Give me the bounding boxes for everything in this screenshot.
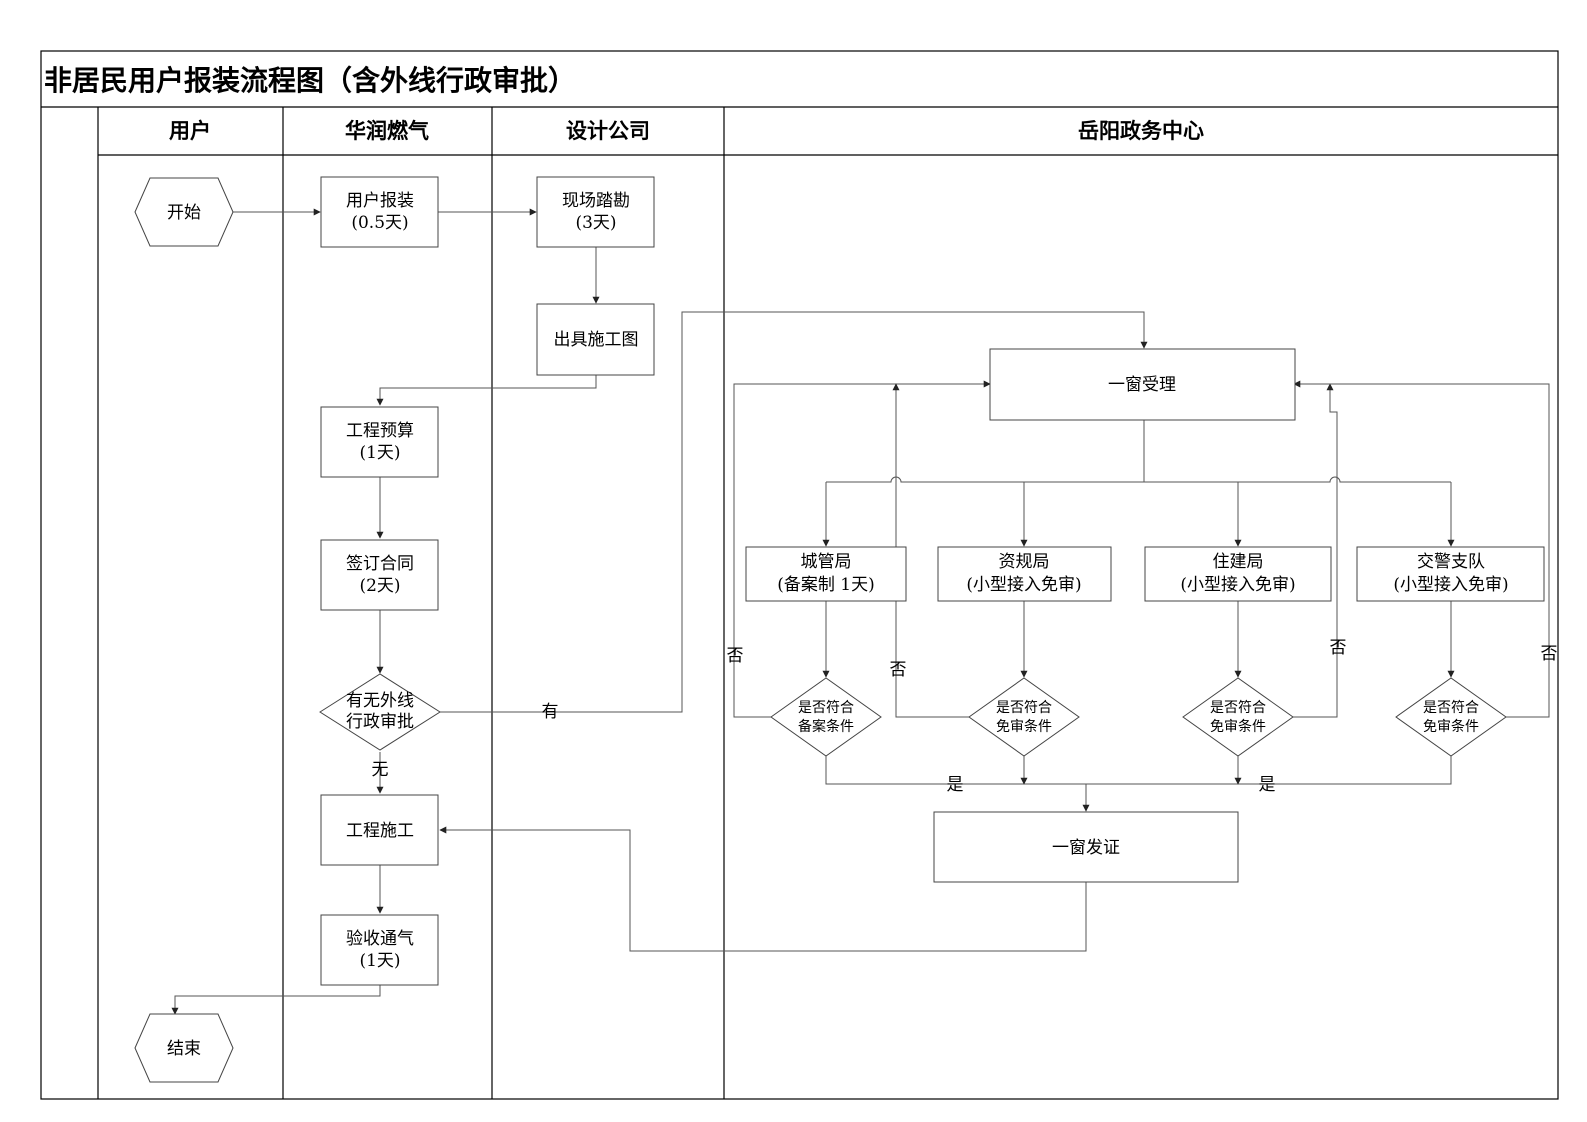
end-node: 结束 xyxy=(134,1013,234,1083)
svg-text:工程施工: 工程施工 xyxy=(346,821,414,841)
svg-text:开始: 开始 xyxy=(167,203,201,223)
svg-text:资规局: 资规局 xyxy=(999,552,1050,572)
survey-box: 现场踏勘 (3天) xyxy=(536,176,655,248)
svg-text:(0.5天): (0.5天) xyxy=(351,213,408,233)
lane-header-gas: 华润燃气 xyxy=(345,119,429,143)
svg-text:(备案制 1天): (备案制 1天) xyxy=(777,575,874,595)
edge-no-traffic xyxy=(1293,380,1550,718)
apply-box: 用户报装 (0.5天) xyxy=(320,176,439,248)
construction-box: 工程施工 xyxy=(320,794,439,866)
svg-text:(1天): (1天) xyxy=(359,951,400,971)
edge-decision-window xyxy=(440,311,1148,713)
acceptance-box: 验收通气 (1天) xyxy=(320,914,439,986)
svg-text:行政审批: 行政审批 xyxy=(346,712,414,732)
svg-text:是否符合: 是否符合 xyxy=(1423,700,1479,716)
contract-box: 签订合同 (2天) xyxy=(320,539,439,611)
lane-header-design: 设计公司 xyxy=(566,119,650,143)
edge-no-resource xyxy=(892,383,969,718)
bureau-housing-box: 住建局 (小型接入免审) xyxy=(1144,546,1332,602)
start-node: 开始 xyxy=(134,177,234,247)
label-no-external: 无 xyxy=(372,760,389,780)
svg-text:用户报装: 用户报装 xyxy=(346,191,414,211)
bureau-traffic-box: 交警支队 (小型接入免审) xyxy=(1356,546,1545,602)
svg-text:结束: 结束 xyxy=(167,1039,201,1059)
label-no-housing: 否 xyxy=(1330,638,1347,658)
check-urban-decision: 是否符合 备案条件 xyxy=(770,677,882,757)
window-issue-box: 一窗发证 xyxy=(933,811,1239,883)
svg-text:是否符合: 是否符合 xyxy=(996,700,1052,716)
label-yes-left: 是 xyxy=(947,775,964,795)
svg-text:验收通气: 验收通气 xyxy=(346,929,414,949)
check-resource-decision: 是否符合 免审条件 xyxy=(968,677,1080,757)
svg-text:一窗受理: 一窗受理 xyxy=(1108,375,1176,395)
check-traffic-decision: 是否符合 免审条件 xyxy=(1395,677,1507,757)
edge-drawing-budget xyxy=(376,375,597,406)
lane-header-gov: 岳阳政务中心 xyxy=(1078,119,1204,143)
drawing-box: 出具施工图 xyxy=(536,303,655,376)
label-no-traffic: 否 xyxy=(1541,644,1558,664)
bureau-urban-box: 城管局 (备案制 1天) xyxy=(745,546,907,602)
budget-box: 工程预算 (1天) xyxy=(320,406,439,478)
edge-yes-merge xyxy=(825,755,1452,785)
edge-no-housing xyxy=(1293,383,1338,718)
svg-text:免审条件: 免审条件 xyxy=(1210,718,1266,735)
svg-text:(小型接入免审): (小型接入免审) xyxy=(1393,575,1508,595)
swimlane-frame xyxy=(40,50,1559,1100)
svg-text:有无外线: 有无外线 xyxy=(346,691,414,711)
svg-text:交警支队: 交警支队 xyxy=(1417,552,1485,572)
svg-text:是否符合: 是否符合 xyxy=(1210,700,1266,716)
edge-acceptance-end xyxy=(171,985,381,1015)
svg-text:一窗发证: 一窗发证 xyxy=(1052,838,1120,858)
svg-text:签订合同: 签订合同 xyxy=(346,554,414,574)
edge-no-urban xyxy=(733,380,991,718)
edges xyxy=(171,208,1550,1015)
check-housing-decision: 是否符合 免审条件 xyxy=(1182,677,1294,757)
edge-bus xyxy=(826,476,1451,483)
svg-text:(1天): (1天) xyxy=(359,443,400,463)
svg-text:(小型接入免审): (小型接入免审) xyxy=(1180,575,1295,595)
lane-header-user: 用户 xyxy=(169,119,211,143)
svg-text:(3天): (3天) xyxy=(575,213,616,233)
svg-text:住建局: 住建局 xyxy=(1213,552,1264,572)
svg-text:城管局: 城管局 xyxy=(801,552,852,572)
bureau-resource-box: 资规局 (小型接入免审) xyxy=(937,546,1112,602)
svg-text:工程预算: 工程预算 xyxy=(346,421,414,441)
label-no-resource: 否 xyxy=(890,660,907,680)
svg-text:免审条件: 免审条件 xyxy=(1423,718,1479,735)
svg-text:现场踏勘: 现场踏勘 xyxy=(562,191,630,211)
svg-text:是否符合: 是否符合 xyxy=(798,700,854,716)
window-accept-box: 一窗受理 xyxy=(989,348,1296,421)
label-yes-external: 有 xyxy=(542,702,559,722)
svg-text:(小型接入免审): (小型接入免审) xyxy=(966,575,1081,595)
label-yes-right: 是 xyxy=(1259,775,1276,795)
svg-text:免审条件: 免审条件 xyxy=(996,718,1052,735)
svg-text:出具施工图: 出具施工图 xyxy=(554,330,639,350)
svg-text:(2天): (2天) xyxy=(359,576,400,596)
external-approval-decision: 有无外线 行政审批 xyxy=(319,673,441,751)
label-no-urban: 否 xyxy=(727,646,744,666)
svg-text:备案条件: 备案条件 xyxy=(798,718,854,735)
edge-issue-construction xyxy=(439,826,1087,952)
diagram-title: 非居民用户报装流程图（含外线行政审批） xyxy=(44,64,576,97)
